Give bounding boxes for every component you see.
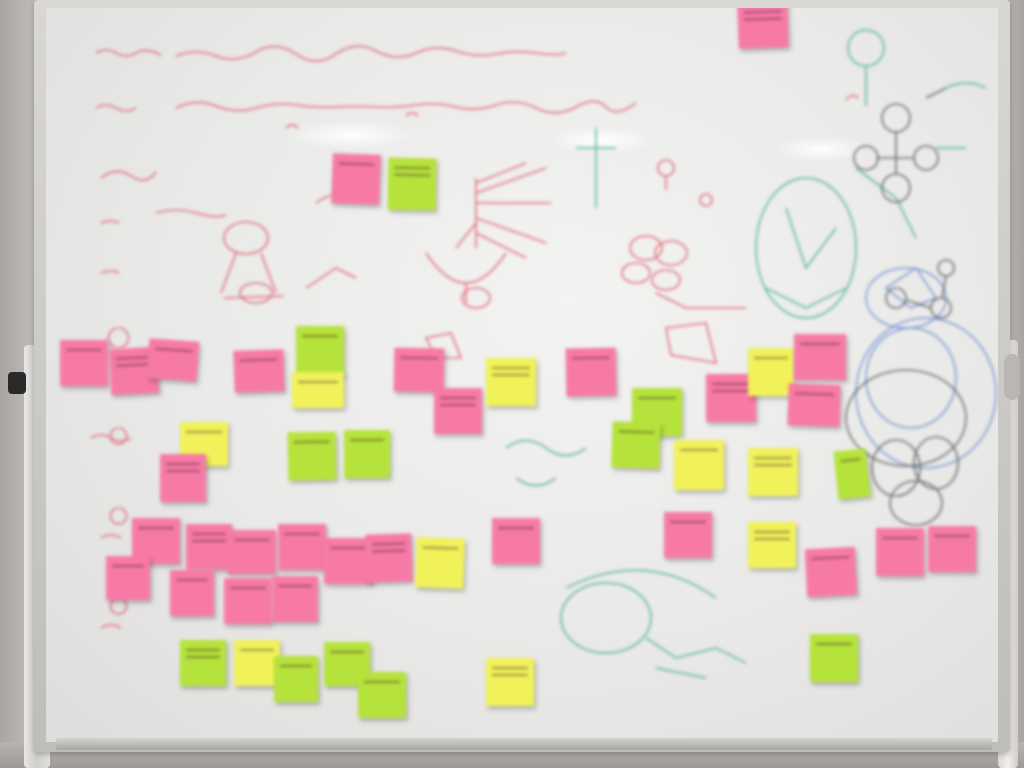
teal-marker-drawing [505, 29, 987, 679]
sticky-note-green [810, 634, 858, 682]
light-reflection [546, 126, 656, 154]
sticky-note-yellow [674, 440, 724, 490]
sticky-note-green [296, 326, 344, 376]
sticky-note-pink [787, 383, 841, 427]
sticky-note-yellow [748, 522, 796, 568]
whiteboard-surface [46, 8, 998, 742]
sticky-note-yellow [415, 537, 465, 589]
sticky-note-pink [664, 512, 712, 558]
sticky-note-pink [233, 349, 285, 393]
sticky-note-pink [106, 556, 150, 600]
sticky-note-pink [60, 340, 108, 386]
sticky-note-pink [434, 388, 482, 434]
dark-marker-drawing [845, 87, 967, 526]
sticky-note-pink [737, 8, 789, 49]
marker-drawings [90, 29, 997, 679]
sticky-note-green [274, 656, 318, 702]
sticky-note-pink [492, 518, 540, 564]
sticky-note-pink [160, 454, 206, 502]
sticky-note-pink [224, 578, 272, 624]
marker-tray [56, 738, 992, 750]
sticky-note-green [324, 642, 370, 686]
whiteboard-latch-right [1004, 354, 1020, 400]
sticky-note-pink [365, 533, 413, 583]
sticky-note-pink [804, 546, 858, 598]
sticky-note-pink [228, 530, 276, 574]
light-reflection [776, 136, 866, 162]
whiteboard-latch-left [8, 372, 26, 394]
sticky-note-pink [170, 570, 214, 616]
sticky-note-pink [565, 347, 617, 397]
sticky-note-yellow [486, 358, 536, 406]
blue-marker-drawing [855, 266, 997, 469]
sticky-note-yellow [748, 448, 798, 496]
sticky-note-pink [272, 576, 318, 622]
sticky-note-yellow [486, 658, 534, 706]
sticky-note-pink [278, 524, 326, 570]
sticky-note-pink [331, 153, 381, 205]
sticky-note-yellow [748, 348, 794, 396]
sticky-note-green [180, 640, 226, 686]
sticky-note-green [611, 421, 661, 469]
light-reflection [286, 120, 416, 150]
sticky-note-pink [928, 526, 976, 572]
sticky-note-green [387, 157, 437, 211]
sticky-note-green [287, 431, 337, 481]
sticky-note-pink [794, 334, 846, 380]
sticky-note-pink [324, 538, 372, 584]
sticky-note-yellow [292, 372, 344, 408]
sticky-note-pink [146, 338, 200, 382]
sticky-note-pink [706, 374, 756, 422]
sticky-note-pink [876, 528, 924, 576]
sticky-note-green [358, 672, 406, 718]
sticky-note-pink [186, 524, 232, 570]
sticky-note-green [833, 448, 871, 500]
sticky-note-green [344, 430, 390, 478]
sticky-note-pink [393, 347, 445, 393]
sticky-note-yellow [234, 640, 280, 686]
